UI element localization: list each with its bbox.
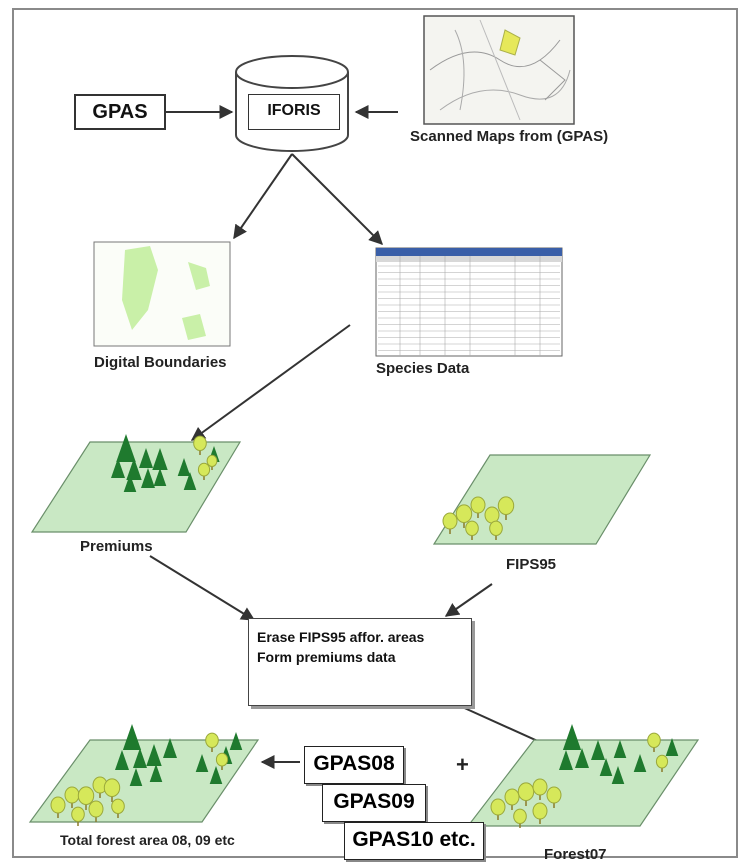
gpas08-box: GPAS08 — [304, 746, 404, 784]
deciduous-tree-icon — [111, 798, 125, 814]
forest07-label: Forest07 — [544, 846, 607, 863]
premiums-label: Premiums — [80, 538, 153, 555]
deciduous-tree-icon — [647, 732, 661, 748]
conifer-tree-icon — [559, 750, 573, 770]
conifer-tree-icon — [129, 768, 143, 786]
deciduous-tree-icon — [206, 454, 218, 467]
arrow-fips-to-process — [444, 583, 493, 617]
scanned-maps-label: Scanned Maps from (GPAS) — [410, 128, 609, 145]
deciduous-tree-icon — [532, 802, 548, 820]
conifer-tree-icon — [195, 754, 209, 772]
conifer-tree-icon — [153, 468, 167, 486]
deciduous-tree-icon — [50, 796, 66, 814]
conifer-tree-icon — [633, 754, 647, 772]
arrow-iforis-to-boundaries — [233, 153, 293, 240]
arrow-premiums-to-process — [149, 555, 256, 621]
deciduous-tree-icon — [504, 788, 520, 806]
diagram-frame — [12, 8, 738, 858]
digital-boundaries-label: Digital Boundaries — [94, 354, 227, 371]
deciduous-tree-icon — [489, 520, 503, 536]
deciduous-tree-icon — [215, 752, 229, 767]
process-box: Erase FIPS95 affor. areas Form premiums … — [248, 618, 472, 706]
deciduous-tree-icon — [655, 754, 669, 769]
premiums-plane — [30, 441, 242, 533]
fips95-label: FIPS95 — [506, 556, 557, 573]
conifer-tree-icon — [122, 724, 142, 750]
process-line-1: Erase FIPS95 affor. areas — [257, 629, 425, 645]
deciduous-tree-icon — [513, 808, 527, 824]
deciduous-tree-icon — [77, 786, 95, 806]
conifer-tree-icon — [115, 750, 129, 770]
deciduous-tree-icon — [532, 778, 548, 796]
conifer-tree-icon — [229, 732, 243, 750]
deciduous-tree-icon — [546, 786, 562, 804]
connector-arrows — [149, 105, 564, 769]
deciduous-tree-icon — [484, 506, 500, 524]
scanned-map-image — [423, 15, 575, 125]
conifer-tree-icon — [163, 738, 177, 758]
deciduous-tree-icon — [103, 778, 121, 798]
conifer-tree-icon — [183, 472, 197, 490]
deciduous-tree-icon — [455, 504, 473, 524]
species-data-image — [375, 247, 563, 357]
plus-sign: + — [456, 752, 469, 777]
conifer-tree-icon — [562, 724, 582, 750]
conifer-tree-icon — [599, 758, 613, 776]
deciduous-tree-icon — [465, 520, 479, 536]
conifer-tree-icon — [111, 458, 125, 478]
iforis-box: IFORIS — [248, 94, 340, 130]
gpas-box: GPAS — [74, 94, 166, 130]
deciduous-tree-icon — [442, 512, 458, 530]
deciduous-tree-icon — [197, 462, 211, 477]
deciduous-tree-icon — [497, 496, 515, 516]
conifer-tree-icon — [133, 748, 147, 768]
conifer-tree-icon — [116, 434, 136, 462]
conifer-tree-icon — [209, 766, 223, 784]
conifer-tree-icon — [591, 740, 605, 760]
deciduous-tree-icon — [193, 435, 207, 451]
deciduous-tree-icon — [205, 732, 219, 748]
conifer-tree-icon — [575, 748, 589, 768]
conifer-tree-icon — [141, 468, 155, 488]
deciduous-tree-icon — [64, 786, 80, 804]
conifer-tree-icon — [152, 448, 168, 470]
conifer-tree-icon — [177, 458, 191, 476]
conifer-tree-icon — [123, 474, 137, 492]
gpas10-box: GPAS10 etc. — [344, 822, 484, 860]
conifer-tree-icon — [149, 764, 163, 782]
conifer-tree-icon — [139, 448, 153, 468]
digital-boundaries-image — [93, 241, 231, 347]
conifer-tree-icon — [611, 766, 625, 784]
process-line-2: Form premiums data — [257, 649, 396, 665]
conifer-tree-icon — [146, 744, 162, 766]
deciduous-tree-icon — [71, 806, 85, 822]
arrow-species-to-premiums — [190, 324, 351, 441]
species-data-label: Species Data — [376, 360, 470, 377]
gpas09-box: GPAS09 — [322, 784, 426, 822]
conifer-tree-icon — [665, 738, 679, 756]
deciduous-tree-icon — [517, 782, 535, 802]
conifer-tree-icon — [613, 740, 627, 758]
deciduous-tree-icon — [490, 798, 506, 816]
arrow-iforis-to-species — [291, 153, 383, 245]
deciduous-tree-icon — [88, 800, 104, 818]
total-forest-label: Total forest area 08, 09 etc — [60, 832, 235, 848]
deciduous-tree-icon — [470, 496, 486, 514]
